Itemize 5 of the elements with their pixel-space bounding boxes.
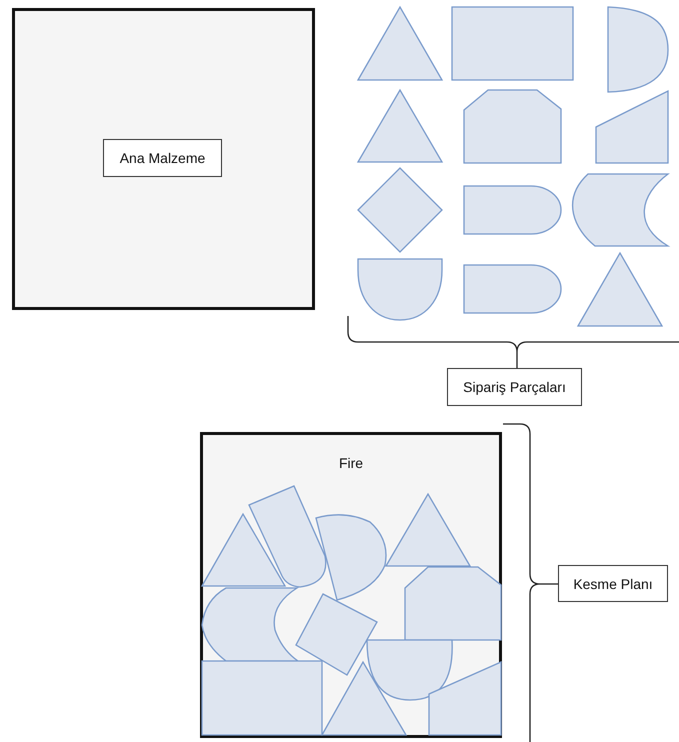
raw-material-sheet: [12, 8, 315, 310]
waste-label: Fire: [338, 455, 364, 471]
label-box: Kesme Planı: [558, 565, 668, 602]
label-box: Sipariş Parçaları: [447, 368, 582, 406]
label-box: Ana Malzeme: [103, 139, 222, 177]
